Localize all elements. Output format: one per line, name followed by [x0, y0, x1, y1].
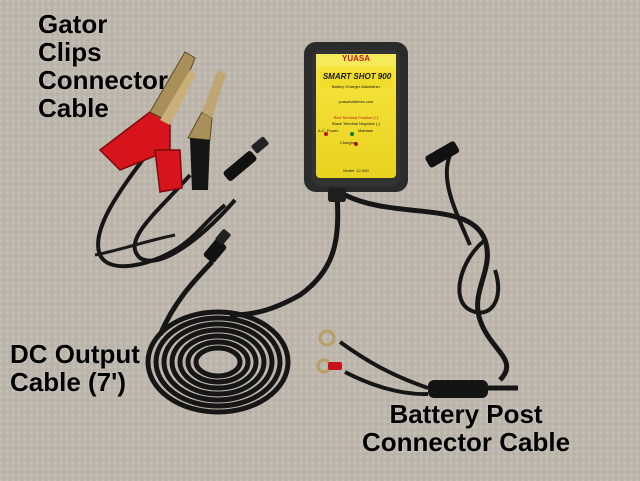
device-model-number: Model: 12-900 — [343, 168, 369, 173]
device-model-name: SMART SHOT 900 — [322, 72, 392, 81]
battery-lead-neg — [338, 340, 429, 390]
dc-cable-plug-lead — [157, 260, 214, 336]
charger-device — [304, 42, 408, 202]
gator-label-line-4: Cable — [38, 93, 109, 123]
red-gator-clip — [98, 51, 196, 193]
gator-label-line-2: Clips — [38, 37, 102, 67]
device-brand: YUASA — [341, 54, 370, 63]
battery-cable-loop — [457, 238, 501, 315]
dc-sae-plug — [203, 239, 227, 263]
dc-output-label: DC Output Cable (7') — [10, 340, 140, 396]
battery-post-label: Battery Post Connector Cable — [362, 400, 570, 456]
dc-output-cable-coil — [145, 309, 291, 415]
red-terminal-sleeve — [328, 362, 342, 370]
gator-sae-plug — [223, 151, 257, 181]
gator-label-line-1: Gator — [38, 9, 108, 39]
gator-sae-plug-end — [251, 136, 269, 154]
dc-cable-lead — [229, 194, 341, 318]
gator-label-line-3: Connector — [38, 65, 168, 95]
battery-lead-pos — [344, 370, 429, 397]
dc-sae-plug-cap — [215, 229, 231, 245]
device-website: yuasabatteries.com — [338, 99, 374, 104]
dc-label-line-2: Cable (7') — [10, 367, 126, 397]
device-led-2: Maintain — [358, 128, 374, 133]
device-subtitle: Battery Charger-Maintainer — [331, 84, 381, 89]
device-led-3: Charging — [340, 140, 357, 145]
black-gator-clip — [187, 70, 226, 190]
battery-fuse-holder — [428, 380, 488, 398]
gator-cable-b — [132, 173, 237, 263]
ring-terminal-neg — [318, 329, 336, 347]
battery-cable-up — [444, 154, 472, 246]
gator-cable-c — [94, 233, 176, 257]
battery-cable-main — [343, 192, 510, 382]
device-led-1: A.C. Power — [318, 128, 339, 133]
device-instruction-2: Black Terminal Negative (-) — [332, 121, 380, 126]
battery-label-line-2: Connector Cable — [362, 427, 571, 457]
gator-clips-label: Gator Clips Connector Cable — [38, 10, 168, 122]
battery-sae-plug — [425, 141, 460, 168]
device-instruction-1: Red Terminal Positive (+) — [333, 115, 379, 120]
gator-cable-a — [96, 148, 227, 269]
dc-label-line-1: DC Output — [10, 339, 140, 369]
battery-label-line-1: Battery Post — [389, 399, 543, 429]
